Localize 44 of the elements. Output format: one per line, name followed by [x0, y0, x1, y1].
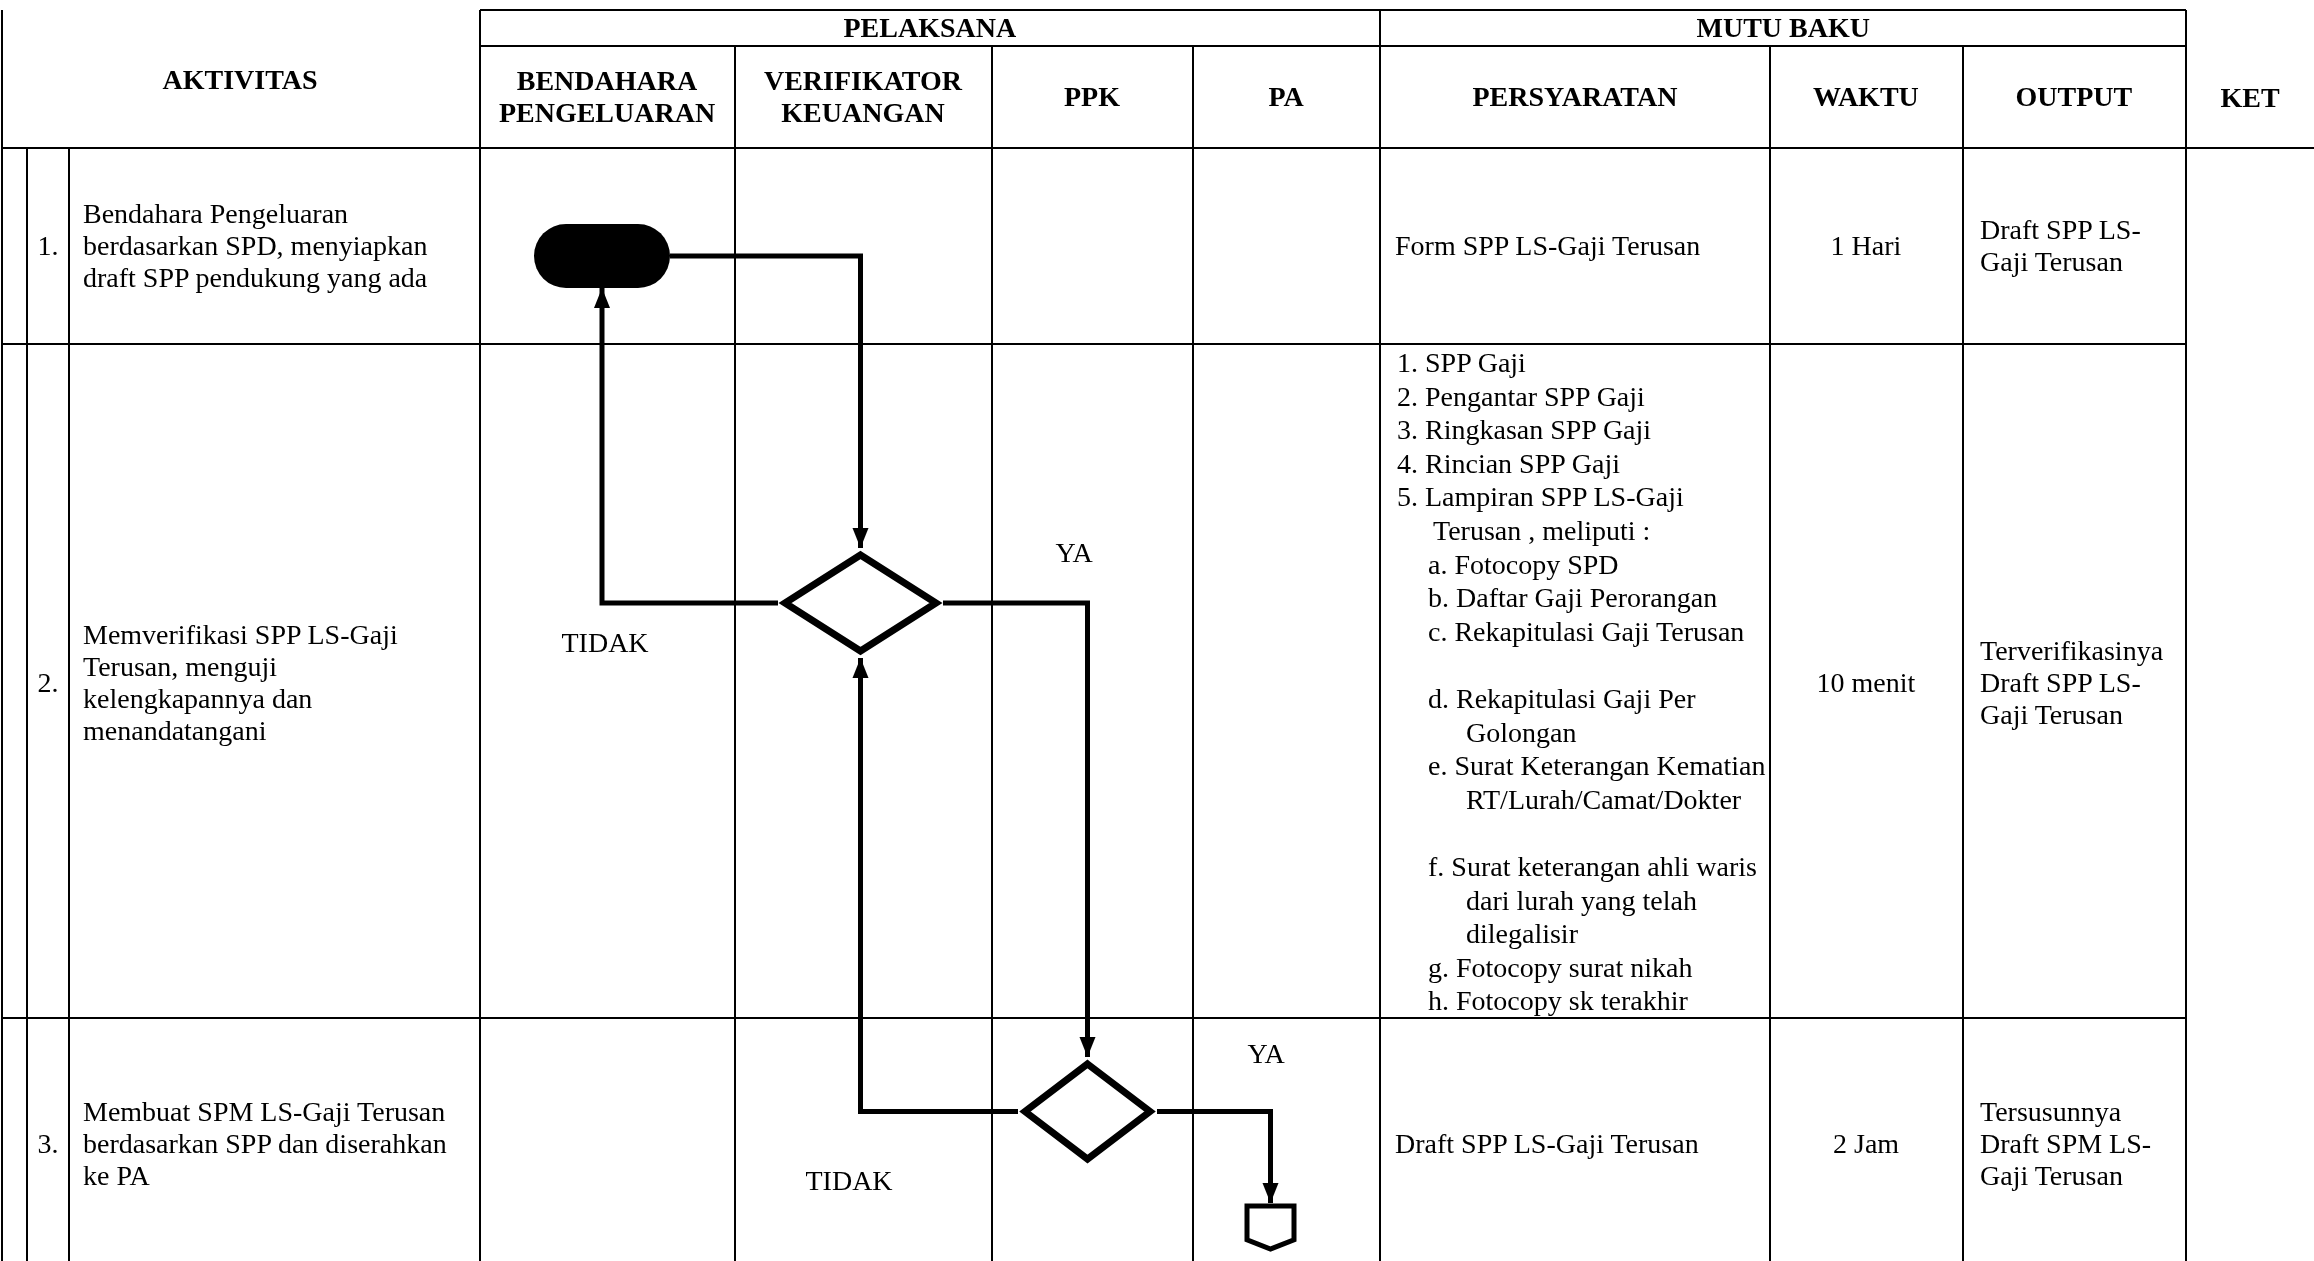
requirement-text: Form SPP LS-Gaji Terusan: [1395, 230, 1701, 263]
requirement-item: c. Rekapitulasi Gaji Terusan: [1428, 614, 1745, 649]
column-header: VERIFIKATOR KEUANGAN: [762, 65, 964, 130]
requirement-item: g. Fotocopy surat nikah: [1428, 950, 1693, 985]
activity-text: Membuat SPM LS-Gaji Terusan berdasarkan SPP dan diserahkan ke PA: [83, 1095, 448, 1193]
output-text: Terverifikasinya Draft SPP LS-Gaji Terusan: [1980, 634, 2165, 732]
arrow: [594, 288, 778, 606]
requirement-item: e. Surat Keterangan Kematian RT/Lurah/Camat/Dokter: [1428, 749, 1766, 817]
requirement-item: b. Daftar Gaji Perorangan: [1428, 581, 1718, 615]
column-header: PA: [1268, 81, 1304, 114]
activity-text: Memverifikasi SPP LS-Gaji Terusan, menguji kelengkapannya dan menandatangani: [83, 618, 399, 748]
requirement-text: Draft SPP LS-Gaji Terusan: [1395, 1128, 1699, 1161]
arrow: [670, 253, 869, 548]
duration-text: 10 menit: [1816, 667, 1916, 700]
duration-text: 1 Hari: [1830, 230, 1902, 263]
decision-diamond: [1019, 1059, 1156, 1164]
arrow: [852, 658, 1018, 1114]
row-number: 1.: [37, 230, 59, 263]
output-text: Draft SPP LS-Gaji Terusan: [1980, 214, 2142, 279]
arrow: [1157, 1109, 1279, 1203]
requirement-item: a. Fotocopy SPD: [1428, 547, 1619, 582]
column-header: PERSYARATAN: [1472, 81, 1678, 114]
column-header: OUTPUT: [2015, 81, 2133, 114]
requirement-item: 4. Rincian SPP Gaji: [1397, 446, 1620, 481]
requirement-item: 3. Ringkasan SPP Gaji: [1397, 413, 1652, 447]
off-page-connector: [1244, 1203, 1297, 1252]
duration-text: 2 Jam: [1833, 1128, 1900, 1161]
requirement-item: 5. Lampiran SPP LS-Gaji Terusan , meliputi :: [1397, 480, 1685, 548]
requirement-item: 1. SPP Gaji: [1397, 346, 1526, 380]
output-text: Tersusunnya Draft SPM LS-Gaji Terusan: [1980, 1095, 2153, 1193]
row-number: 3.: [37, 1128, 59, 1161]
column-header: KET: [2220, 82, 2280, 115]
arrow: [943, 600, 1096, 1057]
column-header: PELAKSANA: [843, 12, 1017, 45]
column-header: PPK: [1064, 81, 1120, 114]
column-header: WAKTU: [1813, 81, 1919, 114]
requirement-item: 2. Pengantar SPP Gaji: [1397, 379, 1645, 414]
decision-diamond: [778, 550, 943, 656]
column-header: BENDAHARA PENGELUARAN: [497, 65, 717, 130]
column-header: AKTIVITAS: [162, 64, 318, 97]
requirement-item: h. Fotocopy sk terakhir: [1428, 984, 1688, 1018]
column-header: MUTU BAKU: [1696, 12, 1870, 45]
activity-text: Bendahara Pengeluaran berdasarkan SPD, menyiapkan draft SPP pendukung yang ada: [83, 197, 429, 295]
row-number: 2.: [37, 667, 59, 700]
